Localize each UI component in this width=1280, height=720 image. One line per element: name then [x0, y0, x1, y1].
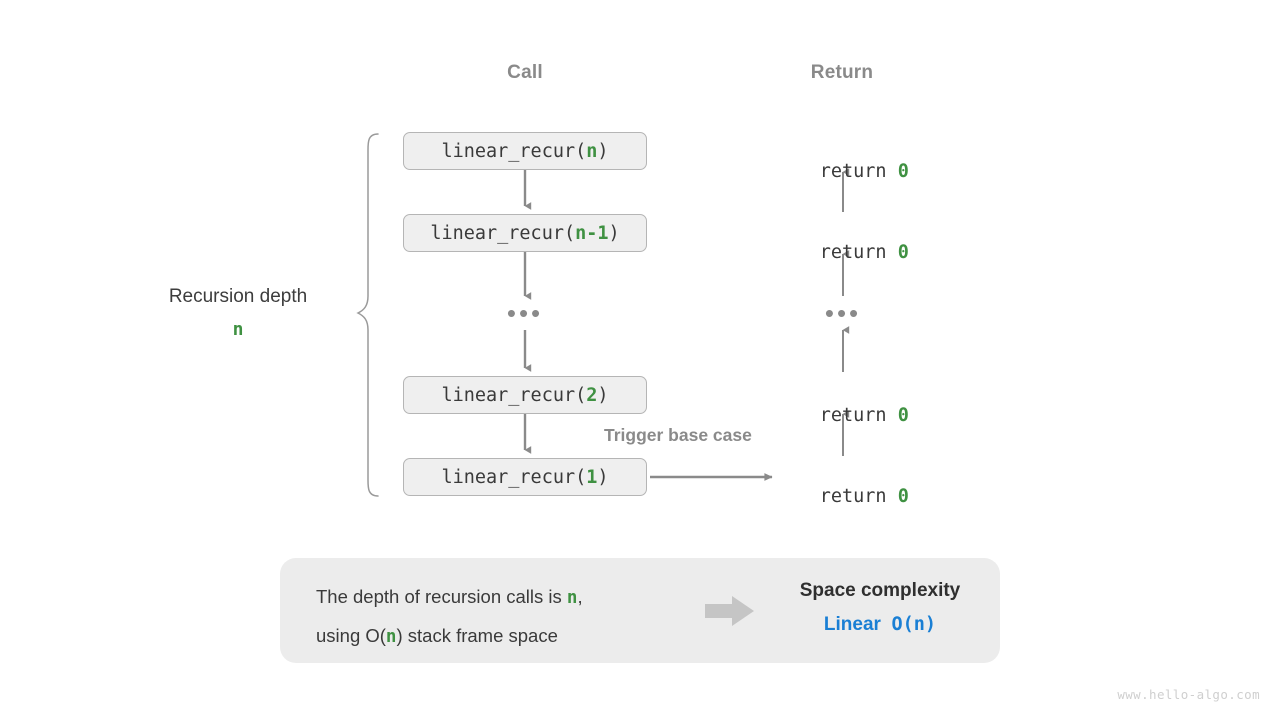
call-frame-arg: 1	[586, 466, 598, 488]
call-frame-prefix: linear_recur(	[441, 140, 587, 162]
summary-result-word: Linear	[823, 614, 881, 635]
call-frame-arg: n-1	[575, 222, 609, 244]
return-value: 0	[897, 242, 909, 263]
return-keyword: return	[819, 242, 898, 263]
return-label: return 0	[742, 140, 942, 182]
summary-result: Space complexity Linear O(n)	[760, 574, 1000, 642]
call-frame-box[interactable]: linear_recur(2)	[403, 376, 647, 414]
call-frame-box[interactable]: linear_recur(n-1)	[403, 214, 647, 252]
call-frame-box[interactable]: linear_recur(1)	[403, 458, 647, 496]
call-frame-arg: n	[586, 140, 598, 162]
return-label: return 0	[742, 221, 942, 263]
column-heading-call: Call	[507, 62, 543, 83]
call-ellipsis: •••	[506, 298, 544, 328]
recursion-depth-text: Recursion depth	[168, 286, 308, 307]
recursion-depth-label: Recursion depth n	[110, 284, 366, 342]
right-arrow-icon	[705, 596, 754, 626]
summary-line-2: using O(n) stack frame space	[316, 617, 716, 656]
call-frame-prefix: linear_recur(	[441, 384, 587, 406]
return-value: 0	[897, 161, 909, 182]
summary-line-1-text-a: The depth of recursion calls is	[316, 586, 567, 607]
call-frame-suffix: )	[597, 140, 609, 162]
return-keyword: return	[819, 486, 898, 507]
trigger-base-case-note: Trigger base case	[604, 425, 752, 445]
return-keyword: return	[819, 405, 898, 426]
summary-description: The depth of recursion calls is n, using…	[316, 578, 716, 656]
call-frame-prefix: linear_recur(	[430, 222, 576, 244]
call-frame-prefix: linear_recur(	[441, 466, 587, 488]
return-value: 0	[897, 486, 909, 507]
summary-line-2-var: n	[385, 627, 397, 647]
summary-line-1: The depth of recursion calls is n,	[316, 578, 716, 617]
summary-panel: The depth of recursion calls is n, using…	[280, 558, 1000, 663]
watermark: www.hello-algo.com	[1117, 687, 1260, 702]
call-frame-suffix: )	[608, 222, 620, 244]
summary-line-2-text-b: ) stack frame space	[396, 625, 558, 646]
summary-result-notation: O(n)	[891, 614, 937, 635]
recursion-depth-value: n	[232, 319, 244, 340]
call-frame-box[interactable]: linear_recur(n)	[403, 132, 647, 170]
return-value: 0	[897, 405, 909, 426]
summary-line-1-text-b: ,	[577, 586, 583, 607]
summary-result-title: Space complexity	[799, 580, 961, 601]
call-frame-arg: 2	[586, 384, 598, 406]
call-frame-suffix: )	[597, 384, 609, 406]
column-heading-return: Return	[810, 62, 874, 83]
summary-result-value: Linear O(n)	[760, 608, 1000, 642]
return-ellipsis: •••	[824, 298, 862, 328]
return-label: return 0	[742, 465, 942, 507]
call-frame-suffix: )	[597, 466, 609, 488]
return-label: return 0	[742, 384, 942, 426]
summary-line-2-text-a: using O(	[316, 625, 386, 646]
return-keyword: return	[819, 161, 898, 182]
summary-line-1-var: n	[566, 588, 578, 608]
